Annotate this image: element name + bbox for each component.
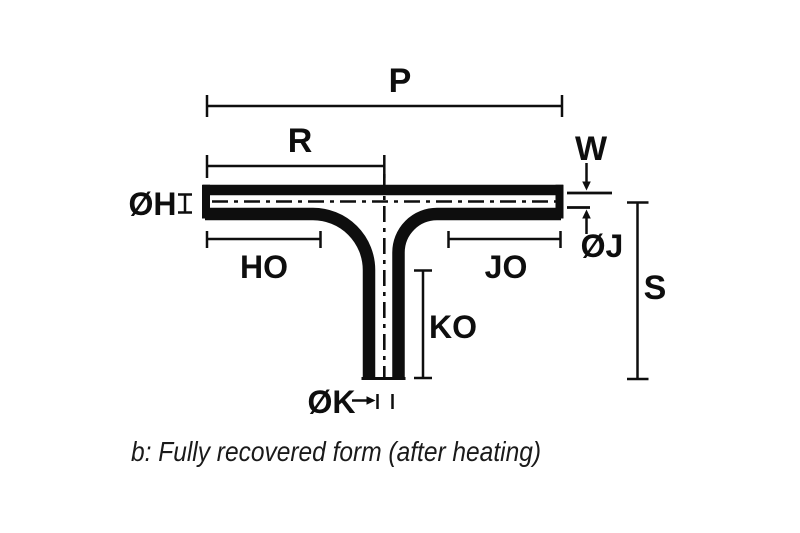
w-label: W bbox=[575, 130, 608, 168]
dimension-dia-k: ØK bbox=[308, 384, 394, 420]
w-upper-arrowhead bbox=[582, 181, 591, 191]
dia-k-arrowhead bbox=[366, 396, 376, 405]
dimension-s: S bbox=[627, 201, 667, 381]
ko-label: KO bbox=[429, 309, 477, 345]
s-label: S bbox=[644, 269, 667, 307]
dimension-dia-h: ØH bbox=[129, 186, 192, 222]
dimension-ho: HO bbox=[205, 231, 322, 285]
tube-bottom-right-wall bbox=[392, 207, 561, 377]
dia-h-label: ØH bbox=[129, 186, 177, 222]
dimension-ko: KO bbox=[414, 269, 477, 380]
dimension-jo: JO bbox=[447, 231, 562, 285]
jo-label: JO bbox=[485, 249, 528, 285]
caption: b: Fully recovered form (after heating) bbox=[131, 436, 541, 467]
dia-j-label: ØJ bbox=[581, 228, 624, 264]
dimension-w: W ØJ bbox=[567, 130, 623, 264]
dia-k-label: ØK bbox=[308, 384, 356, 420]
p-label: P bbox=[389, 62, 412, 100]
dimension-p: P bbox=[205, 62, 564, 117]
dimension-r: R bbox=[205, 122, 386, 178]
w-lower-arrowhead bbox=[582, 209, 591, 219]
centerlines bbox=[212, 174, 556, 377]
r-label: R bbox=[288, 122, 313, 160]
ho-label: HO bbox=[240, 249, 288, 285]
tube-bottom-left-wall bbox=[205, 207, 376, 377]
